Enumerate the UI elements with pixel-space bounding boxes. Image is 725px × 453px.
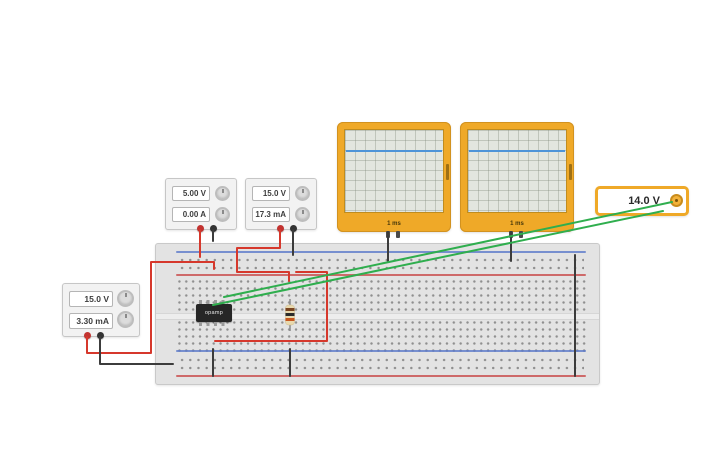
- oscilloscope-2[interactable]: 1 ms: [460, 122, 574, 238]
- ps3-voltage-knob[interactable]: [117, 290, 134, 307]
- scope1-ground-pin[interactable]: [396, 231, 400, 238]
- power-supply-2[interactable]: 15.0 V 17.3 mA: [245, 178, 317, 232]
- breadboard-top-rail-holes[interactable]: [178, 256, 584, 272]
- oscilloscope-1[interactable]: 1 ms: [337, 122, 451, 238]
- opamp-chip[interactable]: opamp: [196, 300, 232, 326]
- ps1-current-display: 0.00 A: [172, 207, 210, 222]
- ps2-voltage-knob[interactable]: [295, 186, 310, 201]
- ps3-current-knob[interactable]: [117, 311, 134, 328]
- scope1-time-label: 1 ms: [387, 221, 401, 227]
- top-rail-negative-line: [176, 251, 586, 253]
- ps2-positive-terminal[interactable]: [277, 225, 284, 232]
- ps2-negative-terminal[interactable]: [290, 225, 297, 232]
- multimeter-dial[interactable]: [670, 194, 683, 207]
- power-supply-1[interactable]: 5.00 V 0.00 A: [165, 178, 237, 232]
- ps1-voltage-knob[interactable]: [215, 186, 230, 201]
- top-rail-positive-line: [176, 274, 586, 276]
- bottom-rail-positive-line: [176, 375, 586, 377]
- scope1-probe-pin[interactable]: [386, 231, 390, 238]
- breadboard-bottom-rail-holes[interactable]: [178, 356, 584, 372]
- scope2-side-mark: [569, 164, 572, 180]
- ps2-current-knob[interactable]: [295, 207, 310, 222]
- ps2-voltage-display: 15.0 V: [252, 186, 290, 201]
- ps1-voltage-display: 5.00 V: [172, 186, 210, 201]
- ps3-current-display: 3.30 mA: [69, 313, 113, 329]
- scope2-probe-pin[interactable]: [509, 231, 513, 238]
- bottom-rail-negative-line: [176, 350, 586, 352]
- multimeter-reading: 14.0 V: [628, 195, 660, 207]
- breadboard-lower-holes[interactable]: [176, 319, 588, 354]
- ps1-current-knob[interactable]: [215, 207, 230, 222]
- opamp-label: opamp: [204, 310, 224, 316]
- breadboard-upper-holes[interactable]: [176, 278, 588, 313]
- ps2-current-display: 17.3 mA: [252, 207, 290, 222]
- scope1-screen: [344, 129, 444, 213]
- opamp-pins-bottom: [199, 322, 229, 326]
- scope2-time-label: 1 ms: [510, 221, 524, 227]
- ps3-positive-terminal[interactable]: [84, 332, 91, 339]
- scope2-ground-pin[interactable]: [519, 231, 523, 238]
- multimeter[interactable]: 14.0 V: [595, 186, 689, 216]
- scope2-screen: [467, 129, 567, 213]
- scope1-side-mark: [446, 164, 449, 180]
- ps3-negative-terminal[interactable]: [97, 332, 104, 339]
- ps3-voltage-display: 15.0 V: [69, 291, 113, 307]
- ps1-positive-terminal[interactable]: [197, 225, 204, 232]
- power-supply-3[interactable]: 15.0 V 3.30 mA: [62, 283, 140, 339]
- ps1-negative-terminal[interactable]: [210, 225, 217, 232]
